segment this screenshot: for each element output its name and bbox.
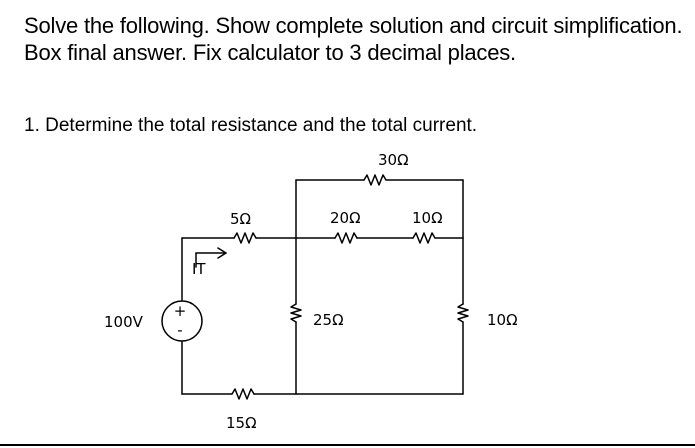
resistor-30-symbol [363, 174, 387, 186]
resistor-25-symbol [290, 303, 302, 323]
resistor-5-label: 5Ω [230, 210, 251, 228]
voltage-source-symbol [161, 300, 203, 342]
bottom-rule [0, 444, 695, 446]
instructions-text: Solve the following. Show complete solut… [24, 13, 683, 65]
resistor-10-right-label: 10Ω [487, 311, 518, 329]
resistor-10-right-symbol [457, 303, 469, 323]
resistor-20-symbol [334, 232, 358, 244]
current-label: IT [192, 260, 206, 278]
resistor-30-label: 30Ω [378, 151, 409, 169]
current-arrow-head [217, 247, 227, 259]
resistor-20-label: 20Ω [330, 209, 361, 227]
resistor-15-label: 15Ω [226, 414, 257, 432]
source-plus-sign: + [174, 302, 187, 320]
resistor-15-symbol [231, 388, 255, 400]
resistor-5-symbol [233, 232, 257, 244]
question-text: 1. Determine the total resistance and th… [24, 115, 478, 136]
resistor-10-series-label: 10Ω [412, 209, 443, 227]
resistor-25-label: 25Ω [313, 311, 344, 329]
source-voltage-label: 100V [104, 313, 144, 331]
resistor-10-series-symbol [412, 232, 436, 244]
source-minus-sign: - [177, 321, 182, 339]
